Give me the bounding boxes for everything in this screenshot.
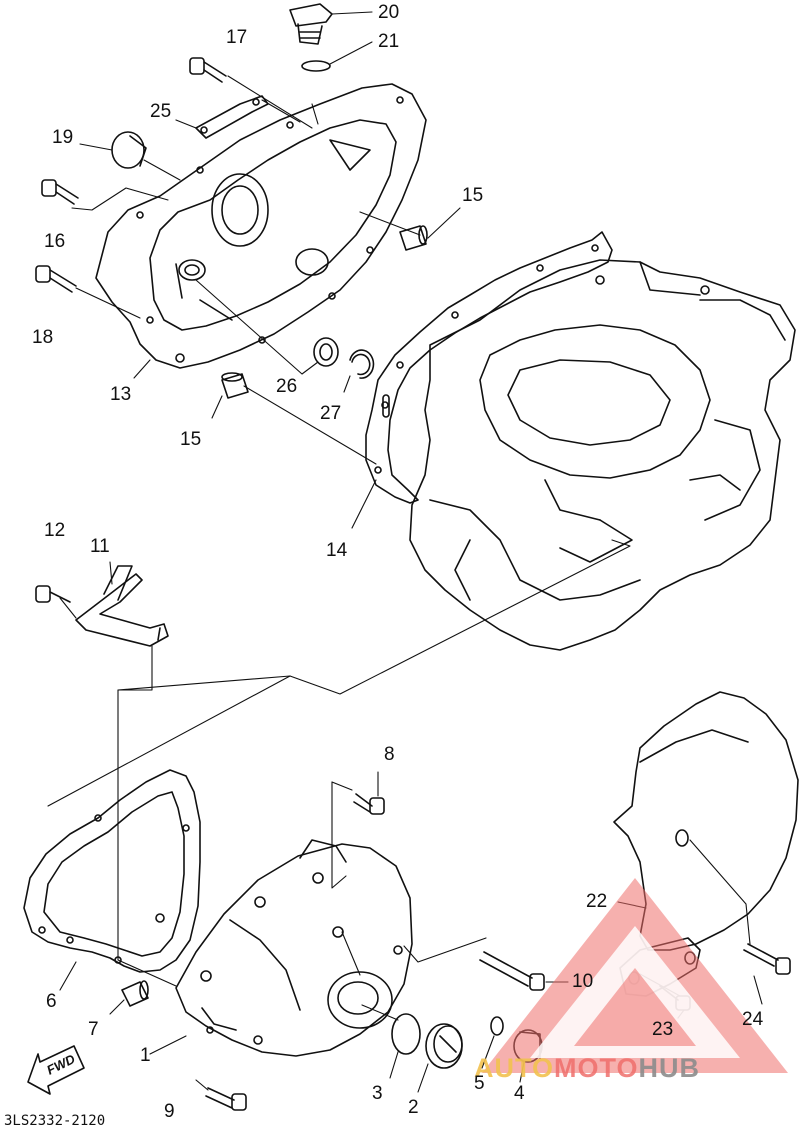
leader-lines-lower	[47, 539, 763, 1093]
bolt-24	[743, 943, 791, 975]
callout-7: 7	[88, 1019, 99, 1040]
callout-11: 11	[90, 536, 110, 557]
callout-2: 2	[408, 1097, 419, 1118]
dowel-pin-7	[121, 980, 149, 1007]
oil-seal-19	[111, 131, 147, 169]
callout-6: 6	[46, 991, 57, 1012]
watermark-brand: AUTOMOTOHUB	[474, 1053, 700, 1084]
cable-guide-11	[75, 565, 169, 647]
callout-3: 3	[372, 1083, 383, 1104]
bolt-17	[189, 57, 227, 83]
callout-8: 8	[384, 744, 395, 765]
bolt-18	[35, 265, 77, 293]
o-ring-3	[391, 1013, 421, 1055]
callout-1: 1	[140, 1045, 151, 1066]
callout-27: 27	[320, 403, 342, 424]
callout-10: 10	[572, 971, 594, 992]
callout-22: 22	[586, 891, 608, 912]
o-ring-5	[490, 1016, 504, 1036]
callout-24: 24	[742, 1009, 764, 1030]
callout-4: 4	[514, 1083, 525, 1104]
callout-14: 14	[326, 540, 348, 561]
callout-21: 21	[378, 31, 400, 52]
bolt-10	[479, 951, 545, 991]
o-ring-21	[301, 60, 331, 72]
gasket-14	[365, 231, 613, 504]
callout-15-lower: 15	[180, 429, 202, 450]
circlip-27	[349, 349, 375, 379]
callout-15-upper: 15	[462, 185, 484, 206]
callout-17: 17	[226, 27, 248, 48]
diagram-code: 3LS2332-2120	[4, 1113, 106, 1129]
plug-2	[425, 1023, 463, 1069]
callout-5: 5	[474, 1073, 485, 1094]
oil-seal-26	[313, 337, 339, 367]
leader-lines-upper	[71, 11, 461, 529]
watermark-triangle	[482, 878, 788, 1073]
watermark-brand-part3: HUB	[638, 1053, 701, 1083]
callout-20: 20	[378, 2, 400, 23]
gasket-6	[23, 769, 201, 973]
callout-25: 25	[150, 101, 172, 122]
callout-19: 19	[52, 127, 74, 148]
bolt-12	[35, 585, 71, 603]
callout-12: 12	[44, 520, 66, 541]
bolt-16	[41, 179, 79, 205]
dowel-pin-15-upper	[399, 225, 428, 251]
callout-13: 13	[110, 384, 132, 405]
oil-filler-plug-20	[289, 3, 333, 45]
callout-9: 9	[164, 1101, 175, 1122]
upper-crankcase-cover-13	[95, 83, 427, 369]
crankcase-cover-1	[175, 839, 413, 1057]
callout-16: 16	[44, 231, 66, 252]
callout-26: 26	[276, 376, 298, 397]
callout-18: 18	[32, 327, 54, 348]
bolt-9	[205, 1087, 247, 1111]
fwd-arrow	[27, 1045, 85, 1095]
watermark-brand-part1: AUTO	[474, 1053, 555, 1083]
engine-crankcase	[409, 259, 796, 651]
watermark-logo	[482, 878, 788, 1073]
callout-23: 23	[652, 1019, 674, 1040]
dowel-pin-15-lower	[221, 372, 249, 399]
watermark-brand-part2: MOTO	[554, 1053, 639, 1083]
bolt-8	[353, 793, 385, 815]
